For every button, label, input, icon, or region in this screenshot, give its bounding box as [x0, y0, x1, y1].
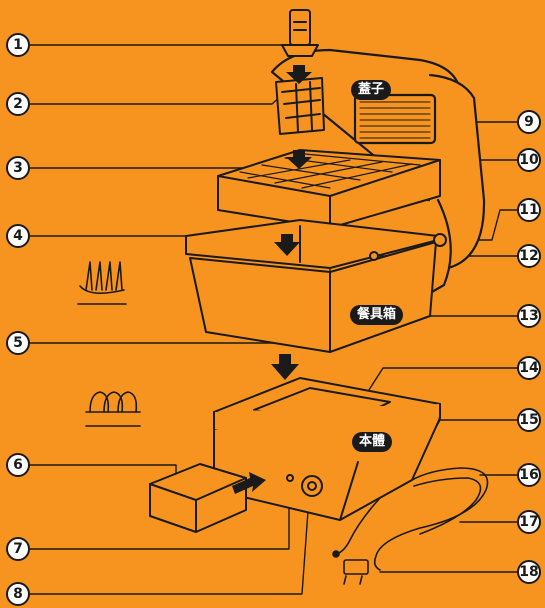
callout-8: 8 — [6, 582, 30, 606]
callout-16: 16 — [517, 463, 541, 487]
callout-9: 9 — [517, 110, 541, 134]
callout-18: 18 — [517, 560, 541, 584]
bowl-stacking-icon — [86, 392, 140, 426]
base-unit-part — [214, 378, 440, 520]
callout-17: 17 — [517, 510, 541, 534]
callout-7: 7 — [6, 537, 30, 561]
callout-15: 15 — [517, 408, 541, 432]
callout-1: 1 — [6, 33, 30, 57]
dish-box-part — [186, 220, 446, 352]
callout-10: 10 — [517, 148, 541, 172]
callout-2: 2 — [6, 92, 30, 116]
cutlery-cap-part — [282, 10, 318, 56]
callout-12: 12 — [517, 244, 541, 268]
callout-11: 11 — [517, 198, 541, 222]
callout-6: 6 — [6, 453, 30, 477]
dish-box-label: 餐具箱 — [350, 305, 403, 325]
detergent-box-part — [150, 464, 246, 532]
callout-5: 5 — [6, 331, 30, 355]
dish-rack-part — [218, 150, 440, 228]
callout-14: 14 — [517, 356, 541, 380]
callout-4: 4 — [6, 224, 30, 248]
callout-3: 3 — [6, 156, 30, 180]
dish-standing-icon — [78, 262, 126, 304]
lid-label: 蓋子 — [351, 80, 391, 100]
callout-13: 13 — [517, 304, 541, 328]
body-label: 本體 — [352, 432, 392, 452]
cutlery-basket-part — [276, 78, 324, 134]
